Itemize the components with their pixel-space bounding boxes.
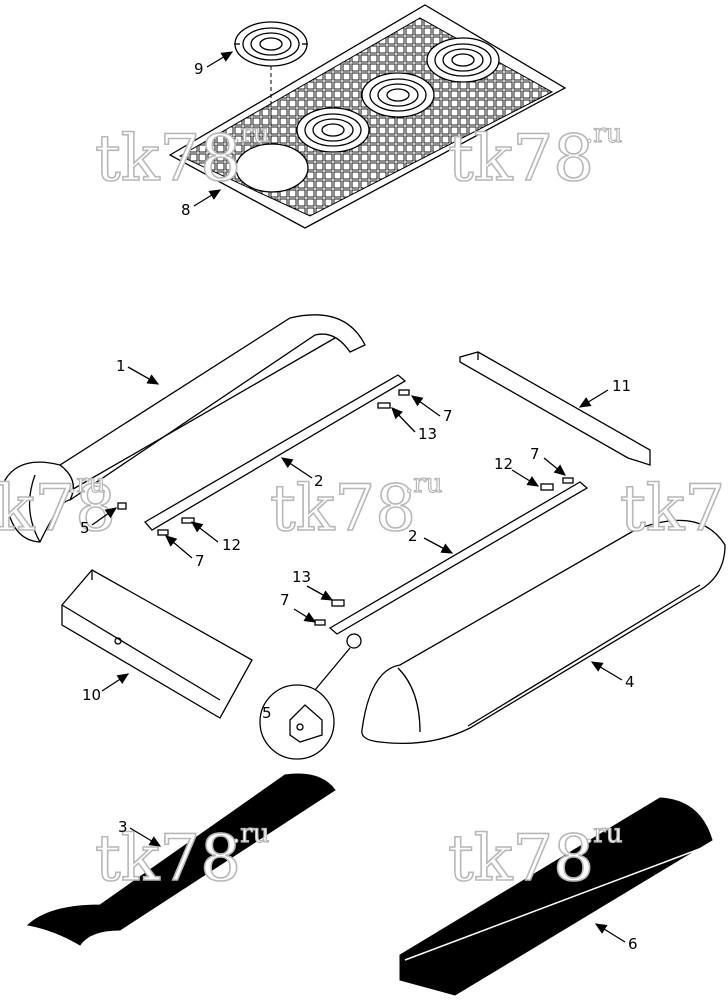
svg-text:tk78: tk78 — [620, 472, 728, 546]
part-10-front-panel — [61, 569, 253, 719]
watermark-3: tk78 .ru — [0, 468, 117, 546]
svg-text:11: 11 — [612, 377, 631, 395]
part-2-rail-lower — [328, 481, 589, 635]
part-4-housing — [361, 519, 726, 745]
svg-text:7: 7 — [280, 591, 290, 609]
svg-text:.ru: .ru — [585, 819, 622, 849]
watermark-7: tk78 .ru — [447, 818, 623, 896]
callout-7-left: 7 — [165, 535, 205, 570]
fan-guard-on-plate-2 — [361, 72, 435, 118]
svg-text:7: 7 — [530, 445, 540, 463]
svg-text:.ru: .ru — [232, 119, 269, 149]
callout-2-lower: 2 — [408, 527, 454, 554]
callout-8: 8 — [181, 189, 222, 219]
callout-2-upper: 2 — [280, 457, 324, 490]
svg-text:.ru: .ru — [232, 819, 269, 849]
callout-7-bottom: 7 — [280, 591, 317, 623]
callout-1: 1 — [116, 357, 160, 385]
svg-text:4: 4 — [625, 673, 635, 691]
fan-guard-on-plate-1 — [296, 107, 370, 153]
callout-6: 6 — [594, 923, 638, 953]
callout-7-top: 7 — [410, 395, 453, 425]
part-6-black-cover — [399, 797, 713, 996]
watermark-1: tk78 .ru — [94, 118, 270, 196]
svg-text:tk78: tk78 — [95, 822, 241, 896]
watermark-5: tk78 — [619, 471, 728, 547]
svg-text:.ru: .ru — [68, 469, 105, 499]
svg-text:13: 13 — [418, 425, 437, 443]
svg-text:10: 10 — [82, 686, 101, 704]
detail-view-part-5 — [259, 647, 351, 760]
callout-10: 10 — [82, 673, 130, 704]
callout-3: 3 — [118, 818, 162, 847]
svg-text:8: 8 — [181, 201, 191, 219]
svg-text:2: 2 — [408, 527, 418, 545]
svg-text:.ru: .ru — [585, 119, 622, 149]
callout-13-top: 13 — [391, 407, 437, 443]
part-11-side-panel — [459, 351, 651, 466]
part-2-rail-upper — [143, 374, 407, 531]
svg-text:9: 9 — [194, 60, 204, 78]
callout-12-left: 12 — [190, 521, 241, 554]
svg-text:13: 13 — [292, 568, 311, 586]
svg-text:tk78: tk78 — [448, 822, 594, 896]
svg-text:5: 5 — [262, 704, 272, 722]
svg-text:7: 7 — [443, 407, 453, 425]
fan-guard-on-plate-3 — [426, 37, 500, 83]
callout-4: 4 — [590, 661, 635, 691]
svg-text:.ru: .ru — [405, 469, 442, 499]
svg-text:tk78: tk78 — [0, 472, 116, 546]
watermark-6: tk78 .ru — [94, 818, 270, 896]
watermark-2: tk78 .ru — [447, 118, 623, 196]
callout-9: 9 — [194, 51, 234, 78]
svg-text:12: 12 — [222, 536, 241, 554]
part-3-black-cover — [26, 773, 336, 946]
part-1-top-cover — [4, 314, 366, 543]
callout-12-right: 12 — [494, 455, 540, 487]
svg-text:2: 2 — [314, 472, 324, 490]
svg-text:6: 6 — [628, 935, 638, 953]
svg-text:5: 5 — [80, 519, 90, 537]
callout-13-bottom: 13 — [292, 568, 334, 601]
part-9-fan-guard — [234, 21, 308, 144]
callout-5-detail: 5 — [262, 704, 272, 722]
callout-5-left: 5 — [80, 507, 118, 537]
svg-text:3: 3 — [118, 818, 128, 836]
svg-text:7: 7 — [195, 552, 205, 570]
hardware-items — [117, 389, 574, 649]
watermark-4: tk78 .ru — [269, 468, 443, 546]
svg-text:tk78: tk78 — [448, 122, 594, 196]
svg-text:1: 1 — [116, 357, 126, 375]
callout-7-right: 7 — [530, 445, 567, 476]
svg-text:12: 12 — [494, 455, 513, 473]
svg-text:tk78: tk78 — [95, 122, 241, 196]
callout-11: 11 — [578, 377, 631, 408]
svg-text:tk78: tk78 — [270, 472, 416, 546]
